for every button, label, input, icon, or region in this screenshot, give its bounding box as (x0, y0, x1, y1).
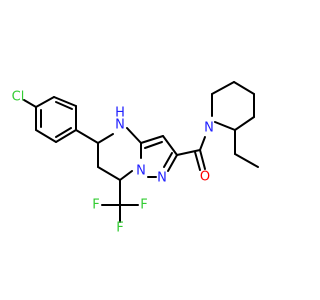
bond-ar-2 (53, 96, 77, 107)
nh-nitrogen-label: N (115, 118, 125, 133)
ring-nitrogen-1-label: N (136, 164, 146, 179)
bond-ar-double-1 (55, 101, 73, 110)
bond-ar-5 (35, 129, 57, 143)
bond-c2-n2 (167, 154, 178, 172)
bond-pip-c5-c6 (211, 81, 235, 95)
bond-ethyl-2 (234, 153, 259, 168)
bond-c3-c2 (162, 135, 178, 156)
atom-label-layer: Cl N H N N N O F F F (12, 90, 214, 236)
carbonyl-oxygen-label: O (200, 170, 210, 185)
bond-c2-n2-double (163, 152, 173, 168)
bond-nh-c3a (126, 127, 142, 144)
amide-nitrogen-label: N (204, 121, 214, 136)
bond-c-cl (23, 99, 37, 108)
bond-c3a-c3 (140, 135, 164, 144)
bond-pip-c2-c3 (234, 116, 255, 131)
ring-nitrogen-2-label: N (157, 171, 167, 186)
bond-c2-carbonyl (176, 149, 201, 156)
bond-ar-4 (55, 129, 77, 143)
bond-carbonyl-o-double (194, 151, 201, 171)
fluorine-right-label: F (140, 198, 147, 213)
bond-ar-double-2 (55, 127, 72, 138)
bond-aryl-c5 (75, 129, 99, 144)
bond-carbonyl-n (199, 136, 206, 151)
fluorine-bottom-label: F (116, 221, 123, 236)
bond-c5-nh (97, 133, 114, 144)
bond-ar-1 (35, 96, 55, 108)
nh-hydrogen-label: H (115, 106, 125, 121)
bond-pip-n-c2 (214, 121, 236, 131)
bond-n1-c7 (119, 170, 133, 181)
bond-c7-c6 (97, 166, 121, 181)
chlorine-atom-label: Cl (12, 90, 25, 105)
bond-c3a-c3-double (144, 141, 163, 149)
bond-carbonyl-o (199, 149, 206, 170)
fluorine-left-label: F (92, 198, 99, 213)
bond-pip-c4-c5 (233, 81, 255, 95)
molecule-structure-diagram: Cl N H N N N O F F F (12, 81, 259, 236)
bond-layer (23, 81, 259, 223)
